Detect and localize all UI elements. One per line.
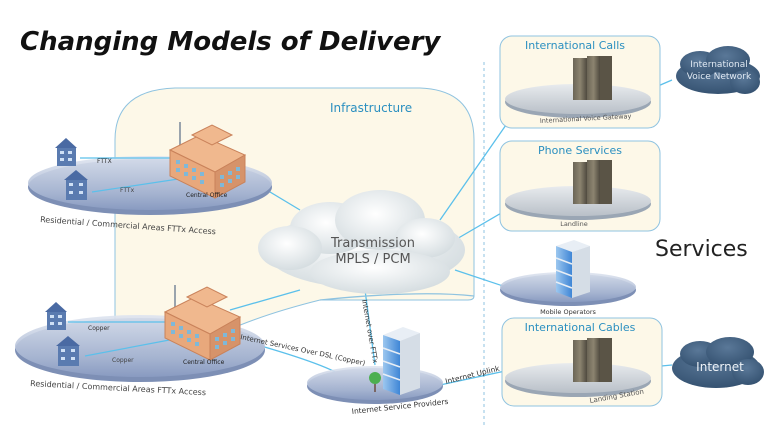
mobile-operator-building-icon xyxy=(555,240,590,298)
service-title-international-calls: International Calls xyxy=(525,39,625,52)
services-heading: Services xyxy=(655,237,748,262)
transmission-protocols-label: MPLS / PCM xyxy=(335,252,410,267)
voice-network-label-line2: Voice Network xyxy=(687,72,752,82)
link-label-copper-1: Copper xyxy=(88,325,110,332)
voice-network-cloud-icon xyxy=(676,46,760,94)
internet-label: Internet xyxy=(696,360,744,374)
transmission-cloud-icon xyxy=(258,190,465,294)
link-co-bottom-cloud xyxy=(229,289,301,311)
service-panel-phone-services xyxy=(499,140,661,232)
service-panel-international-calls xyxy=(499,35,661,129)
central-office-label-top: Central Office xyxy=(186,192,228,199)
internet-cloud-icon xyxy=(672,337,764,388)
access-links xyxy=(68,157,186,357)
central-office-building-icon xyxy=(163,285,242,361)
link-label-uplink: Internet Uplink xyxy=(444,364,501,386)
platform-label-landline: Landline xyxy=(560,220,588,228)
link-cloud-isp xyxy=(364,289,376,366)
central-office-building-icon xyxy=(168,122,247,199)
link-label-fttx-2: FTTx xyxy=(120,187,135,194)
link-label-internet-fttx: Internet over FTTx xyxy=(360,299,379,364)
server-rack-icon xyxy=(573,338,612,382)
central-office-label-bottom: Central Office xyxy=(183,359,225,366)
transmission-label: Transmission xyxy=(330,236,415,251)
service-title-phone-services: Phone Services xyxy=(538,144,622,157)
platform-label-mobile: Mobile Operators xyxy=(540,308,596,316)
link-cloud-intl-calls xyxy=(439,111,516,221)
house-icon xyxy=(56,336,80,366)
server-rack-icon xyxy=(573,56,612,100)
house-icon xyxy=(45,302,67,330)
link-uplink xyxy=(439,369,511,386)
server-rack-icon xyxy=(573,160,612,204)
service-title-international-cables: International Cables xyxy=(525,321,636,334)
link-label-fttx-1: FTTX xyxy=(97,158,112,165)
service-panel-international-cables xyxy=(501,317,663,407)
isp-building-icon xyxy=(369,327,420,395)
house-icon xyxy=(55,138,77,166)
infrastructure-label: Infrastructure xyxy=(330,101,412,115)
link-label-copper-2: Copper xyxy=(112,357,134,364)
page-title: Changing Models of Delivery xyxy=(20,27,441,57)
voice-network-label-line1: International xyxy=(690,60,747,70)
access-platform-label-bottom: Residential / Commercial Areas FTTx Acce… xyxy=(30,379,206,397)
house-icon xyxy=(64,170,88,200)
